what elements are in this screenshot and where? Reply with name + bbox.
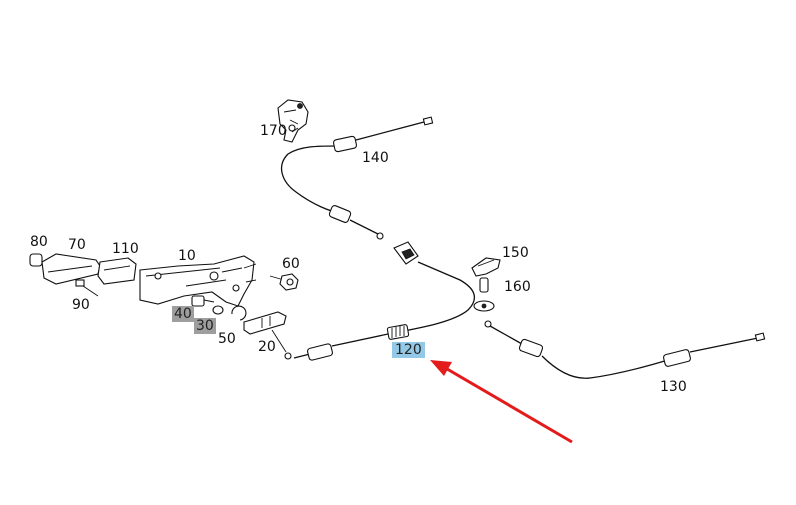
part-60-bolt[interactable] [269,273,299,291]
part-130-cable[interactable] [484,320,766,379]
label-110[interactable]: 110 [112,241,139,257]
part-170-clamp[interactable] [277,99,309,143]
label-40-highlighted[interactable]: 40 [172,306,194,322]
label-70[interactable]: 70 [68,237,86,253]
part-70-handle[interactable] [41,253,101,285]
label-60[interactable]: 60 [282,256,300,272]
part-150-bracket[interactable] [471,257,501,277]
part-50-clip[interactable] [231,305,247,321]
label-80[interactable]: 80 [30,234,48,250]
label-150[interactable]: 150 [502,245,529,261]
pointer-arrow [430,360,573,444]
part-160-bolt[interactable] [473,277,495,312]
label-140[interactable]: 140 [362,150,389,166]
part-110-cover[interactable] [97,257,137,285]
label-10[interactable]: 10 [178,248,196,264]
part-40-bolt[interactable] [191,295,215,307]
label-50[interactable]: 50 [218,331,236,347]
part-20-equalizer[interactable] [243,311,292,360]
part-120-cable[interactable] [293,241,476,361]
label-120-selected[interactable]: 120 [392,342,425,358]
part-10-lever-bracket[interactable] [139,255,257,307]
label-160[interactable]: 160 [504,279,531,295]
label-170[interactable]: 170 [260,123,287,139]
label-90[interactable]: 90 [72,297,90,313]
label-130[interactable]: 130 [660,379,687,395]
part-140-cable[interactable] [280,116,434,240]
part-30-washer[interactable] [212,305,224,315]
label-20[interactable]: 20 [258,339,276,355]
label-30-highlighted[interactable]: 30 [194,318,216,334]
part-80-knob[interactable] [29,253,43,267]
part-90-pin[interactable] [75,279,99,297]
